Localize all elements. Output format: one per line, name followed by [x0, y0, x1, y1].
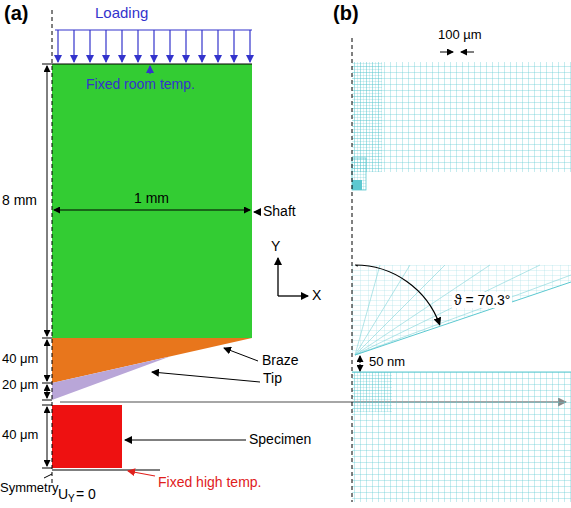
part-label: Braze	[262, 352, 299, 368]
panel-letter: (a)	[4, 2, 28, 25]
dimension-label: 50 nm	[367, 355, 407, 370]
boundary-label: Fixed room temp.	[86, 76, 195, 92]
boundary-label: = 0	[76, 486, 96, 502]
boundary-label: Fixed high temp.	[158, 474, 262, 490]
part-label: Tip	[263, 370, 282, 386]
axis-label: Y	[271, 238, 280, 254]
boundary-label: U	[58, 486, 68, 502]
dimension-label: 8 mm	[2, 192, 37, 208]
dimension-label: 40 μm	[2, 428, 38, 443]
boundary-subscript: Y	[68, 493, 75, 505]
dimension-label: 1 mm	[134, 190, 169, 206]
load-label: Loading	[95, 4, 148, 21]
axis-label: Symmetry	[0, 481, 59, 496]
scale-label: 100 µm	[438, 28, 482, 43]
part-label: Shaft	[263, 203, 296, 219]
axis-label: X	[312, 287, 321, 303]
dimension-label: 20 μm	[2, 378, 38, 393]
panel-letter: (b)	[333, 2, 359, 25]
angle-label: ϑ = 70.3°	[452, 292, 512, 308]
dimension-label: 40 μm	[2, 352, 38, 367]
part-label: Specimen	[249, 431, 311, 447]
